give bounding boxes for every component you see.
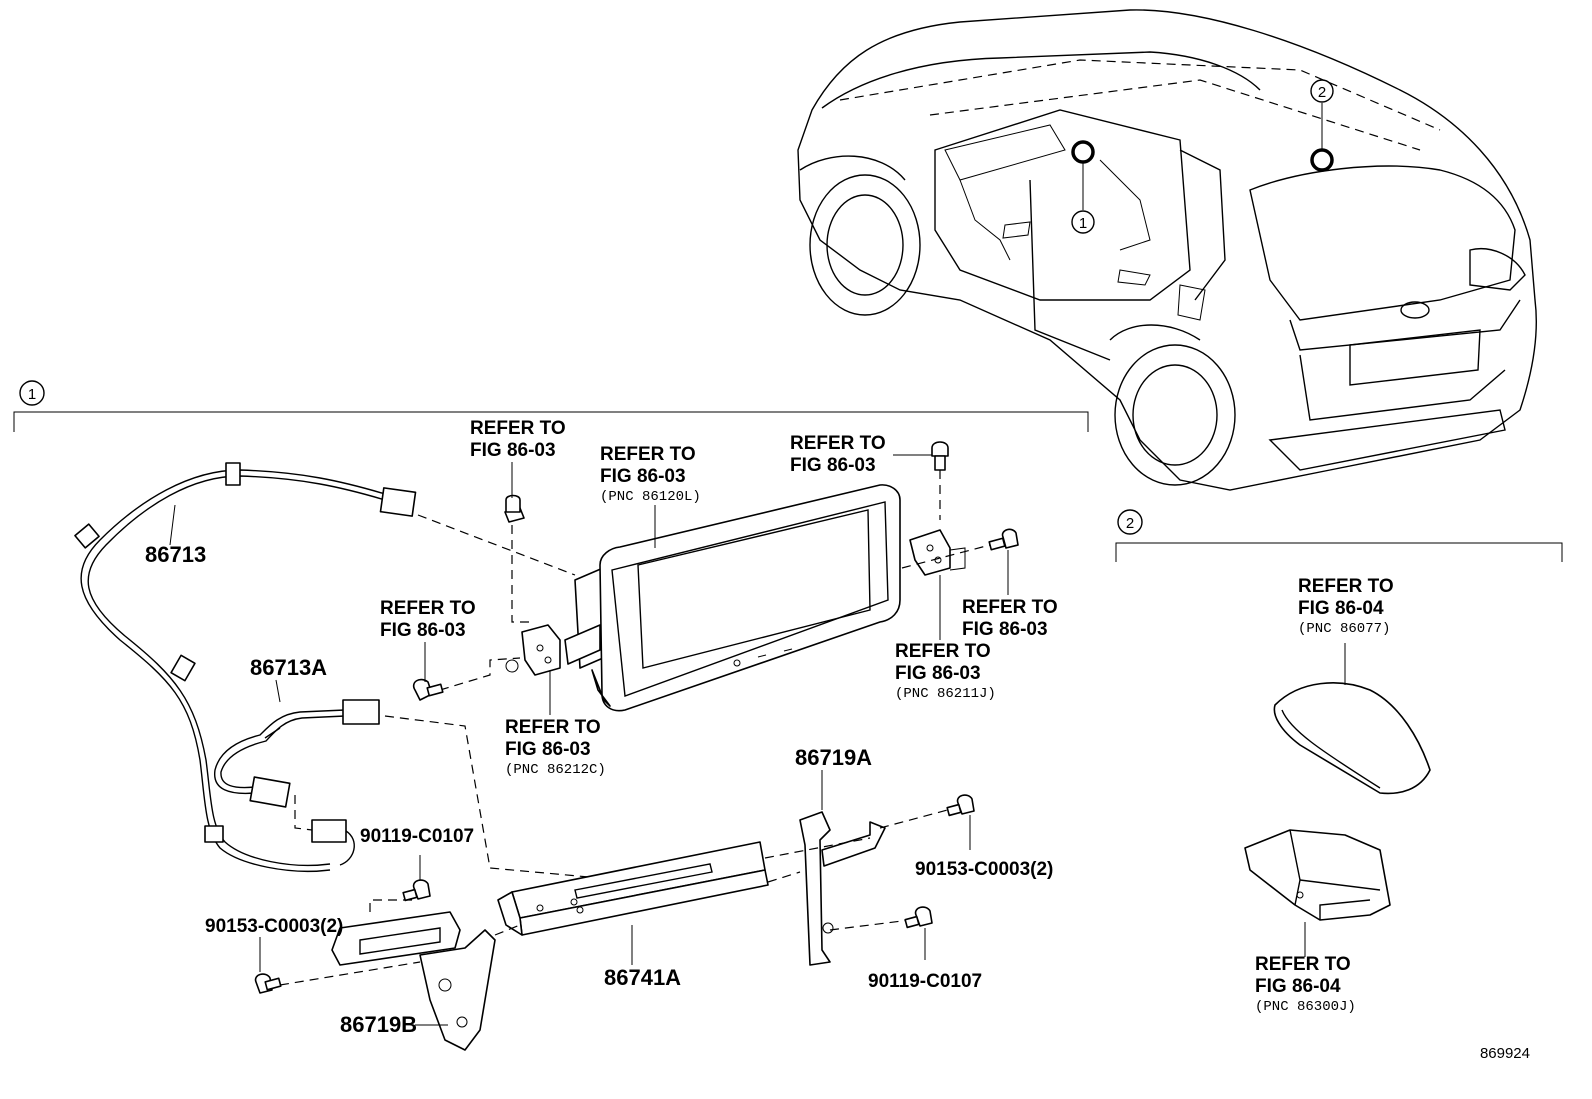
vehicle-callout-2-label: 2 — [1318, 84, 1326, 101]
part-86741A-label: 86741A — [604, 965, 681, 990]
group-1-marker-label: 1 — [28, 386, 36, 403]
display-screws — [412, 441, 1019, 701]
ref4-line2: FIG 86-03 — [962, 619, 1048, 640]
ref0-line1: REFER TO — [470, 418, 566, 439]
ref5-pnc: (PNC 86211J) — [895, 686, 996, 702]
display-leader-lines — [384, 470, 991, 879]
bracket-86719B — [279, 899, 521, 1051]
ref2-line1: REFER TO — [790, 433, 886, 454]
antenna-base — [1244, 829, 1391, 957]
ref7-line2: FIG 86-04 — [1298, 598, 1384, 619]
group-1-bracket: 1 — [13, 380, 1089, 432]
bolt-b-label: 90119-C0107 — [868, 971, 982, 992]
part-86713-label: 86713 — [145, 542, 206, 567]
ref8-line1: REFER TO — [1255, 954, 1351, 975]
ref5-line1: REFER TO — [895, 641, 991, 662]
screw-b-label: 90153-C0003(2) — [915, 859, 1053, 880]
ref7-pnc: (PNC 86077) — [1298, 621, 1390, 637]
bolt-a-label: 90119-C0107 — [360, 826, 474, 847]
ref6-pnc: (PNC 86212C) — [505, 762, 606, 778]
refer-to-ref6: REFER TO FIG 86-03 (PNC 86212C) — [505, 670, 606, 778]
group-1-marker — [19, 380, 45, 406]
ref7-line1: REFER TO — [1298, 576, 1394, 597]
ref1-line2: FIG 86-03 — [600, 466, 686, 487]
refer-to-ref4: REFER TO FIG 86-03 — [962, 550, 1058, 640]
part-86719A-label: 86719A — [795, 745, 872, 770]
ref1-pnc: (PNC 86120L) — [600, 489, 701, 505]
part-86713A-label: 86713A — [250, 655, 327, 680]
refer-to-ref2: REFER TO FIG 86-03 — [790, 433, 932, 476]
bracket-b-screws — [254, 879, 431, 994]
group-2-marker — [1117, 509, 1143, 535]
figure-id: 869924 — [1480, 1045, 1530, 1062]
bracket-86719A — [764, 807, 956, 966]
vehicle-callout-2-marker — [1310, 79, 1334, 103]
ref4-line1: REFER TO — [962, 597, 1058, 618]
ref0-line2: FIG 86-03 — [470, 440, 556, 461]
vehicle-callout-1-label: 1 — [1079, 215, 1087, 232]
vehicle-callout-1-marker — [1071, 210, 1095, 234]
receiver-86741A — [497, 841, 769, 936]
ref8-line2: FIG 86-04 — [1255, 976, 1341, 997]
part-86719B-label: 86719B — [340, 1012, 417, 1037]
refer-to-ref1: REFER TO FIG 86-03 (PNC 86120L) — [600, 444, 701, 548]
bracket-a-screws — [904, 794, 975, 929]
refer-to-ref0: REFER TO FIG 86-03 — [470, 418, 566, 498]
group-2-marker-label: 2 — [1126, 515, 1134, 532]
refer-to-ref7: REFER TO FIG 86-04 (PNC 86077) — [1298, 576, 1394, 637]
ref3-line1: REFER TO — [380, 598, 476, 619]
refer-to-ref5: REFER TO FIG 86-03 (PNC 86211J) — [895, 575, 996, 702]
cable-86713 — [74, 462, 417, 872]
ref6-line1: REFER TO — [505, 717, 601, 738]
screw-a-label: 90153-C0003(2) — [205, 916, 343, 937]
vehicle-illustration: 1 2 — [797, 9, 1538, 491]
refer-to-ref3: REFER TO FIG 86-03 — [380, 598, 476, 682]
display-unit — [505, 484, 966, 712]
group-2-bracket: 2 — [1115, 509, 1563, 562]
antenna-cover — [1273, 643, 1431, 795]
ref1-line1: REFER TO — [600, 444, 696, 465]
ref6-line2: FIG 86-03 — [505, 739, 591, 760]
cable-86713A — [214, 679, 380, 866]
ref5-line2: FIG 86-03 — [895, 663, 981, 684]
ref3-line2: FIG 86-03 — [380, 620, 466, 641]
ref8-pnc: (PNC 86300J) — [1255, 999, 1356, 1015]
refer-to-ref8: REFER TO FIG 86-04 (PNC 86300J) — [1255, 954, 1356, 1015]
ref2-line2: FIG 86-03 — [790, 455, 876, 476]
